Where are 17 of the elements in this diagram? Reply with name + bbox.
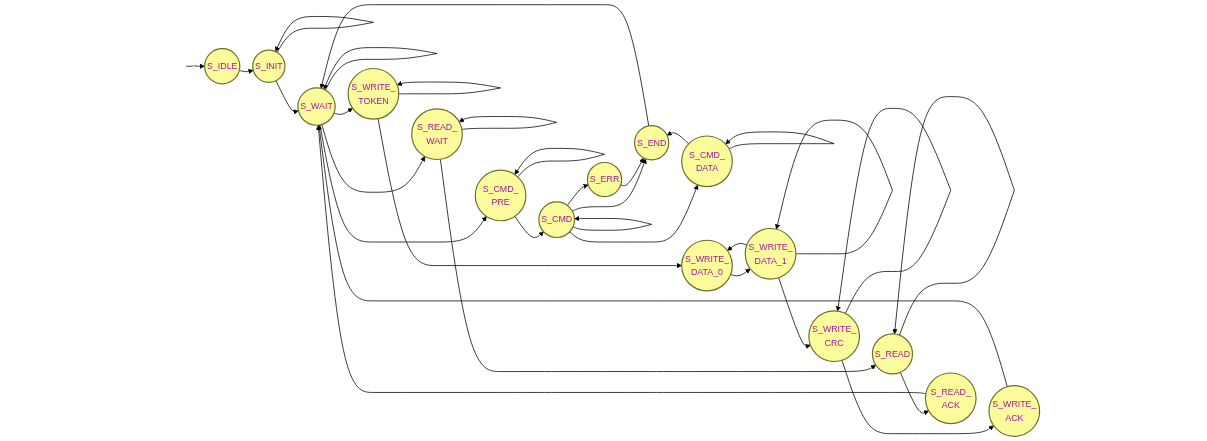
node-circle: S_END	[634, 125, 670, 161]
node-circle: S_WRITE_DATA_0	[681, 239, 733, 292]
node-circle: S_READ_ACK	[924, 372, 977, 425]
node-circle: S_IDLE	[204, 48, 241, 85]
node-circle: S_WRITE_CRC	[808, 310, 861, 363]
node-circle: S_CMD_PRE	[474, 169, 527, 222]
node-circle: S_CMD	[538, 201, 576, 239]
node-circle: S_ERR	[586, 161, 623, 198]
node-circle: S_WRITE_TOKEN	[347, 67, 400, 120]
edge-label: ~	[192, 60, 199, 71]
node-circle: S_WRITE_ACK	[988, 385, 1041, 437]
node-circle: S_CMD_DATA	[681, 135, 733, 188]
node-circle: S_READ_WAIT	[411, 108, 463, 161]
node-circle: S_INIT	[252, 49, 286, 83]
node-circle: S_WRITE_DATA_1	[744, 227, 797, 280]
node-circle: S_WAIT	[297, 87, 336, 126]
node-circle: S_READ	[871, 333, 914, 375]
